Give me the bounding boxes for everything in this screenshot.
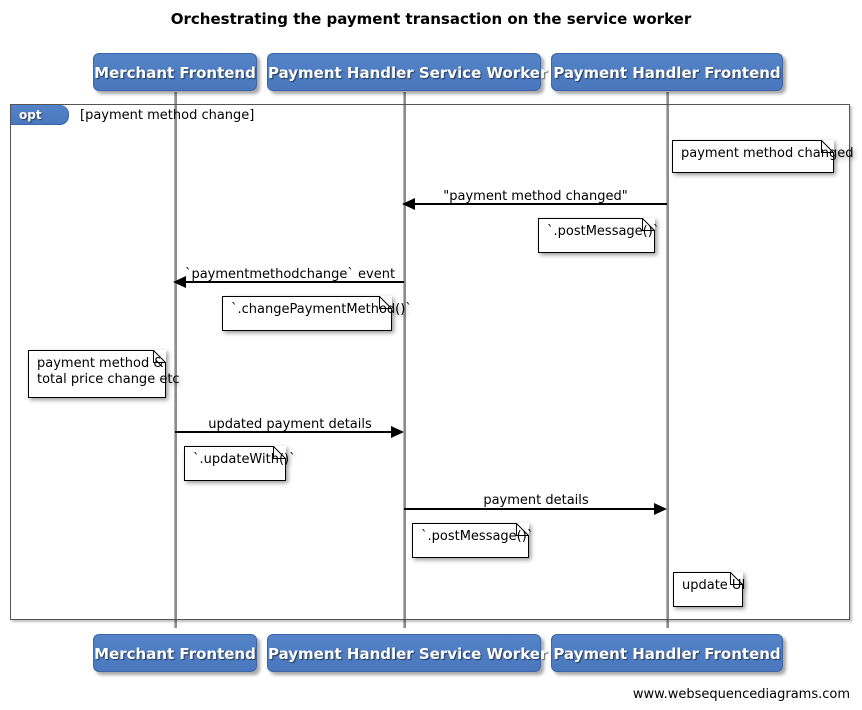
note-update-with-text: `.updateWith()` — [193, 452, 296, 467]
note-post-message-1-text: `.postMessage()` — [547, 224, 660, 239]
message-line-payment-method-changed — [404, 203, 667, 205]
note-shape-icon — [222, 296, 392, 331]
message-arrowhead-payment-method-changed — [402, 198, 415, 210]
note-payment-method-changed: payment method changed — [672, 140, 854, 173]
note-shape-icon — [672, 140, 834, 173]
participant-top-payment-handler-frontend[interactable]: Payment Handler Frontend — [551, 53, 783, 91]
note-shape-icon — [412, 523, 529, 558]
message-label-paymentmethodchange-event: `paymentmethodchange` event — [184, 267, 396, 282]
note-post-message-2: `.postMessage()` — [412, 523, 534, 558]
note-update-ui: update UI — [673, 572, 746, 607]
note-change-payment-method: `.changePaymentMethod()` — [222, 296, 412, 331]
participant-bottom-merchant-frontend[interactable]: Merchant Frontend — [93, 634, 257, 672]
participant-bottom-payment-handler-frontend[interactable]: Payment Handler Frontend — [551, 634, 783, 672]
message-label-payment-method-changed: "payment method changed" — [443, 189, 628, 204]
participant-top-merchant-frontend[interactable]: Merchant Frontend — [93, 53, 257, 91]
note-update-ui-text: update UI — [682, 578, 746, 593]
message-line-payment-details — [404, 508, 655, 510]
note-shape-icon — [28, 350, 166, 398]
fragment-opt-guard: [payment method change] — [80, 108, 255, 123]
message-arrowhead-paymentmethodchange-event — [173, 276, 186, 288]
note-update-with: `.updateWith()` — [184, 446, 296, 481]
note-shape-icon — [673, 572, 743, 607]
message-arrowhead-updated-payment-details — [391, 426, 404, 438]
lifeline-payment-handler-service-worker — [403, 92, 406, 628]
fragment-opt-frame — [10, 104, 850, 620]
message-label-payment-details: payment details — [483, 493, 589, 508]
note-shape-icon — [184, 446, 286, 481]
fragment-opt-tag: opt — [11, 105, 69, 125]
note-post-message-1: `.postMessage()` — [538, 218, 660, 253]
message-label-updated-payment-details: updated payment details — [208, 417, 372, 432]
participant-top-payment-handler-service-worker[interactable]: Payment Handler Service Worker — [267, 53, 547, 91]
footer-watermark-url: www.websequencediagrams.com — [632, 687, 850, 702]
participant-bottom-payment-handler-service-worker[interactable]: Payment Handler Service Worker — [267, 634, 547, 672]
page-title: Orchestrating the payment transaction on… — [170, 10, 692, 28]
note-change-payment-method-text: `.changePaymentMethod()` — [231, 302, 412, 317]
note-payment-method-total-price: payment method & total price change etc — [28, 350, 180, 398]
message-arrowhead-payment-details — [654, 503, 667, 515]
message-line-updated-payment-details — [175, 431, 392, 433]
message-line-paymentmethodchange-event — [175, 281, 404, 283]
note-shape-icon — [538, 218, 655, 253]
note-payment-method-total-price-text: payment method & total price change etc — [37, 356, 180, 387]
lifeline-payment-handler-frontend — [666, 92, 669, 628]
note-post-message-2-text: `.postMessage()` — [421, 529, 534, 544]
lifeline-merchant-frontend — [174, 92, 177, 628]
note-payment-method-changed-text: payment method changed — [681, 146, 854, 161]
